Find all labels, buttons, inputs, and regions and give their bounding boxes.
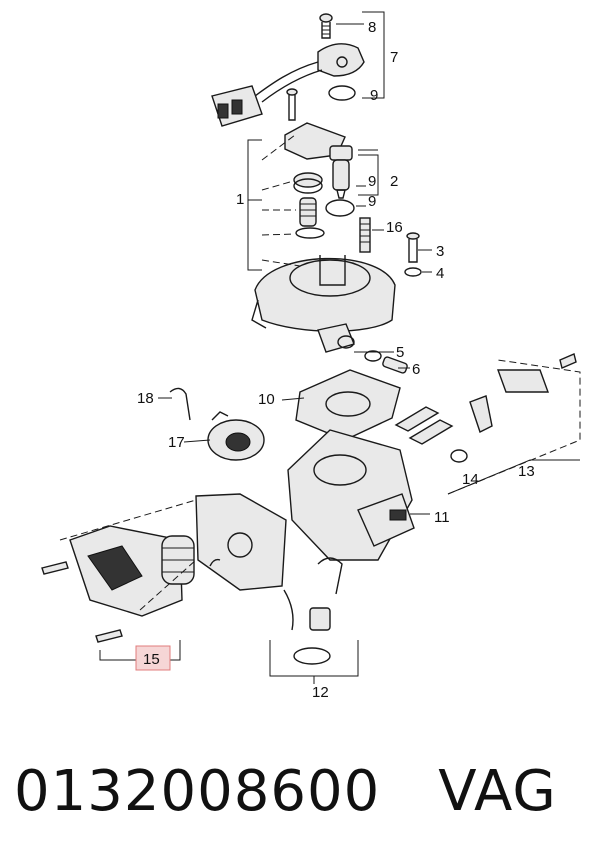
part-hose-12[interactable] [283,557,343,631]
bracket-1 [247,139,262,271]
part-screw-lower[interactable] [95,629,123,643]
callout-17: 17 [168,434,185,451]
part-oring-14[interactable] [450,449,468,463]
part-number-footer: 0132008600 VAG [14,752,594,832]
callout-12: 12 [312,684,329,701]
part-screw-upper[interactable] [286,88,298,121]
part-mounting-plate[interactable] [195,493,287,591]
callout-4: 4 [436,265,444,282]
part-connector-7[interactable] [254,43,365,103]
part-number: 0132008600 [14,759,381,824]
part-injector-housing-1[interactable] [251,255,396,332]
callout-18: 18 [137,390,154,407]
bracket-7 [362,11,385,99]
callout-10: 10 [258,391,275,408]
brand-name: VAG [438,759,557,824]
callout-16: 16 [386,219,403,236]
bracket-12 [269,640,359,677]
callout-7: 7 [390,49,398,66]
part-washer-4[interactable] [404,267,422,277]
callout-15[interactable]: 15 [143,651,160,668]
part-throttle-body-11[interactable] [287,429,415,561]
callout-2: 2 [390,173,398,190]
callout-9a: 9 [370,87,378,104]
part-plug-connector[interactable] [211,85,263,127]
part-fitting-6[interactable] [382,356,408,374]
part-injector-2[interactable] [329,145,353,199]
part-bolt-16[interactable] [359,217,371,253]
part-idle-valve-17[interactable] [207,411,265,461]
part-oring-5[interactable] [364,350,382,362]
callout-1: 1 [236,191,244,208]
part-screw-left[interactable] [41,561,69,575]
part-connector-5[interactable] [317,323,355,353]
part-screw-3[interactable] [406,232,420,263]
part-hose-18[interactable] [169,387,191,421]
callout-8: 8 [368,19,376,36]
callout-14: 14 [462,471,479,488]
callout-9b: 9 [368,173,376,190]
callout-11: 11 [434,509,450,526]
part-clamp-12[interactable] [293,647,331,665]
callout-6: 6 [412,361,420,378]
exploded-parts-diagram: 8 7 9 2 9 9 1 16 3 4 5 6 10 18 17 13 14 … [41,11,581,701]
part-gasket-10[interactable] [295,369,401,441]
part-oring-9b[interactable] [325,199,355,217]
callout-15-highlight [135,645,171,671]
part-actuator-15[interactable] [69,525,195,617]
part-screw-8[interactable] [319,13,333,39]
bracket-2 [358,154,379,196]
part-bracket-13[interactable] [394,353,577,445]
callout-13: 13 [518,463,535,480]
callout-9c: 9 [368,193,376,210]
part-oring-9a[interactable] [328,85,356,101]
callout-5: 5 [396,344,404,361]
part-seal-stack[interactable] [293,172,325,239]
callout-3: 3 [436,243,444,260]
